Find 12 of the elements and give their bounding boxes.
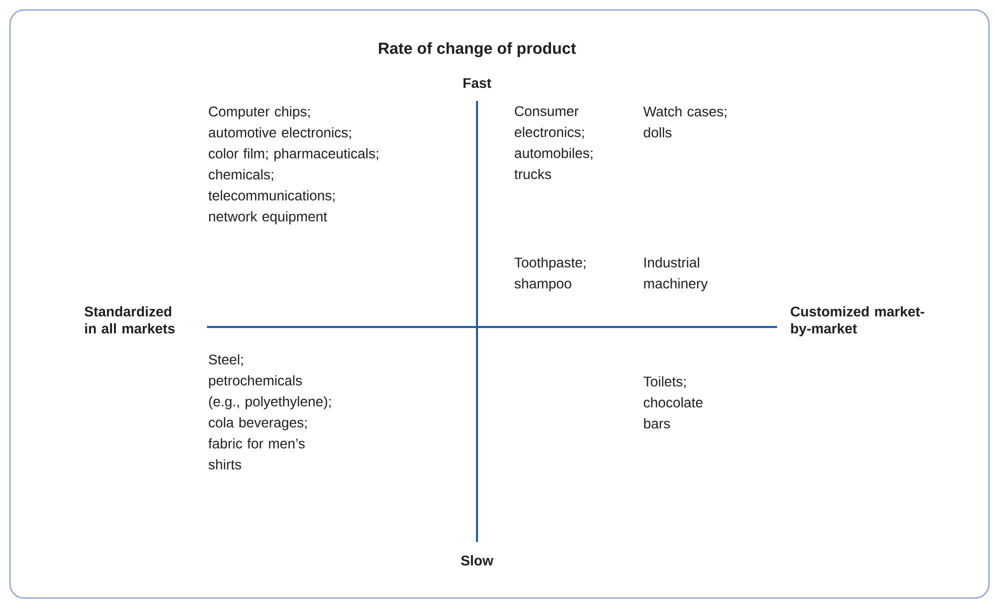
quadrant-text: Industrial machinery xyxy=(644,257,708,292)
quadrant-text: Consumer electronics; automobiles; trucks xyxy=(514,106,592,180)
chart-title: Rate of change of product xyxy=(378,42,576,58)
axis-label: Standardized in all markets xyxy=(84,306,175,334)
axis-label: Fast xyxy=(464,78,492,88)
quadrant-text: Toothpaste; shampoo xyxy=(514,257,586,292)
quadrant-text: Computer chips; automotive electronics; color film; pharmaceuticals; chemicals; telecommunications; network equipment xyxy=(208,106,378,224)
quadrant-text: Toilets; chocolate bars xyxy=(644,376,702,428)
quadrant-text: Steel; petrochemicals (e.g., polyethylene); cola beverages; fabric for men’s shirts xyxy=(208,354,331,470)
axis-label: Customized market-by-market xyxy=(790,306,924,336)
axis-label: Slow xyxy=(461,555,494,566)
quadrant-text: Watch cases; dolls xyxy=(643,106,726,138)
